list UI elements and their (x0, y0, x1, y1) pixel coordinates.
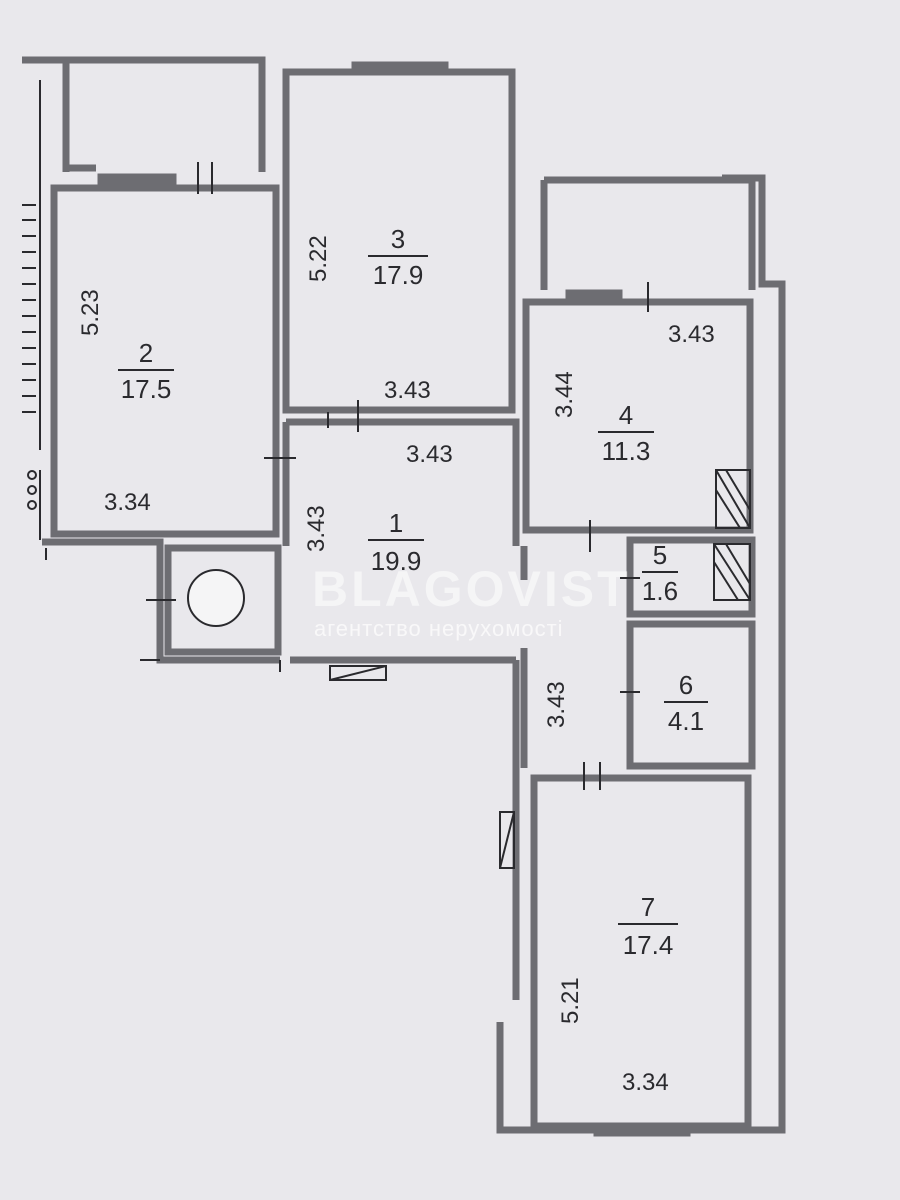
room-5-area: 1.6 (642, 576, 678, 606)
room-6-outline (626, 620, 756, 770)
dim-room7-width: 3.34 (622, 1069, 669, 1096)
window-room-3 (351, 61, 449, 73)
vent-blocks (329, 469, 751, 869)
dimension-labels: 5.23 3.34 5.22 3.43 3.43 3.44 3.43 3.43 … (77, 235, 715, 1096)
watermark-tagline: агентство нерухомості (314, 616, 564, 641)
room-3-number: 3 (391, 224, 405, 254)
room-7-number: 7 (641, 892, 655, 922)
room-labels: 2 17.5 3 17.9 4 11.3 1 19.9 5 1.6 6 4.1 … (118, 224, 708, 960)
edge-circles (27, 470, 37, 510)
room-3-area: 17.9 (373, 260, 424, 290)
watermark-brand: BLAGOVIST (312, 561, 631, 617)
room-1-area: 19.9 (371, 546, 422, 576)
dim-room7-height: 5.21 (557, 977, 584, 1024)
watermark: BLAGOVIST агентство нерухомості (312, 561, 631, 641)
window-room-7 (593, 1125, 691, 1137)
window-room-2 (97, 173, 177, 185)
dim-room3-height: 5.22 (305, 235, 332, 282)
room-4-outline (522, 298, 754, 534)
dim-room1-height: 3.43 (303, 505, 330, 552)
dim-room2-width: 3.34 (104, 489, 151, 516)
dim-room4-height: 3.44 (551, 371, 578, 418)
room-2-outline (50, 184, 280, 538)
room-5-number: 5 (653, 540, 667, 570)
window-room-4 (565, 289, 623, 301)
edge-ticks (22, 204, 36, 413)
room-6-number: 6 (679, 670, 693, 700)
dim-room3-width: 3.43 (384, 377, 431, 404)
dim-room1-width: 3.43 (406, 441, 453, 468)
shaft-circle (187, 569, 245, 627)
dim-room4-width: 3.43 (668, 321, 715, 348)
outer-lines (39, 80, 160, 661)
room-4-number: 4 (619, 400, 633, 430)
door-marks (146, 162, 649, 790)
dim-corridor-height: 3.43 (543, 681, 570, 728)
room-6-area: 4.1 (668, 706, 704, 736)
room-1-number: 1 (389, 508, 403, 538)
room-2-area: 17.5 (121, 374, 172, 404)
room-4-area: 11.3 (602, 436, 651, 466)
room-2-number: 2 (139, 338, 153, 368)
dim-room2-height: 5.23 (77, 289, 104, 336)
windows (97, 61, 691, 1137)
room-7-area: 17.4 (623, 930, 674, 960)
